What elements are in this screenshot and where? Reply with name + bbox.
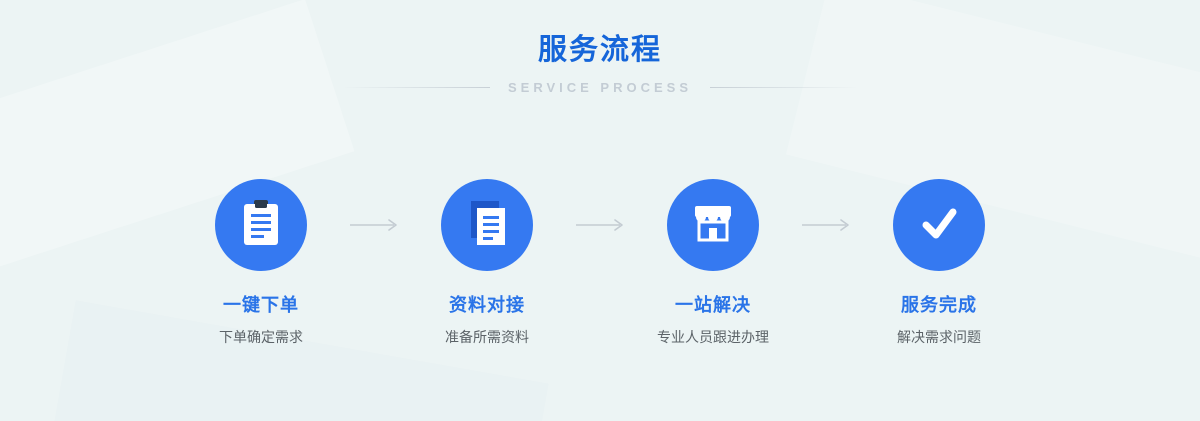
step-circle [667, 179, 759, 271]
arrow-icon [343, 179, 405, 271]
step-description: 下单确定需求 [219, 329, 303, 345]
step-place-order: 一键下单 下单确定需求 [181, 179, 341, 347]
clipboard-icon [239, 199, 283, 252]
step-title: 一站解决 [675, 295, 751, 315]
storefront-icon [689, 200, 737, 251]
step-circle [893, 179, 985, 271]
step-circle [441, 179, 533, 271]
documents-icon [464, 199, 510, 252]
section-subtitle-row: SERVICE PROCESS [0, 80, 1200, 95]
step-service-complete: 服务完成 解决需求问题 [859, 179, 1019, 347]
arrow-icon [795, 179, 857, 271]
section-header: 服务流程 SERVICE PROCESS [0, 0, 1200, 95]
process-steps: 一键下单 下单确定需求 [0, 179, 1200, 347]
section-title: 服务流程 [537, 34, 662, 66]
step-title: 服务完成 [901, 295, 977, 315]
section-subtitle: SERVICE PROCESS [507, 80, 693, 95]
step-description: 解决需求问题 [897, 329, 981, 345]
divider-line-right [710, 87, 859, 88]
step-description: 专业人员跟进办理 [657, 329, 769, 345]
checkmark-icon [915, 199, 963, 252]
step-one-stop-solution: 一站解决 专业人员跟进办理 [633, 179, 793, 347]
step-circle [215, 179, 307, 271]
step-title: 资料对接 [449, 295, 525, 315]
arrow-icon [569, 179, 631, 271]
step-material-handover: 资料对接 准备所需资料 [407, 179, 567, 347]
step-description: 准备所需资料 [445, 329, 529, 345]
step-title: 一键下单 [223, 295, 299, 315]
divider-line-left [341, 87, 490, 88]
